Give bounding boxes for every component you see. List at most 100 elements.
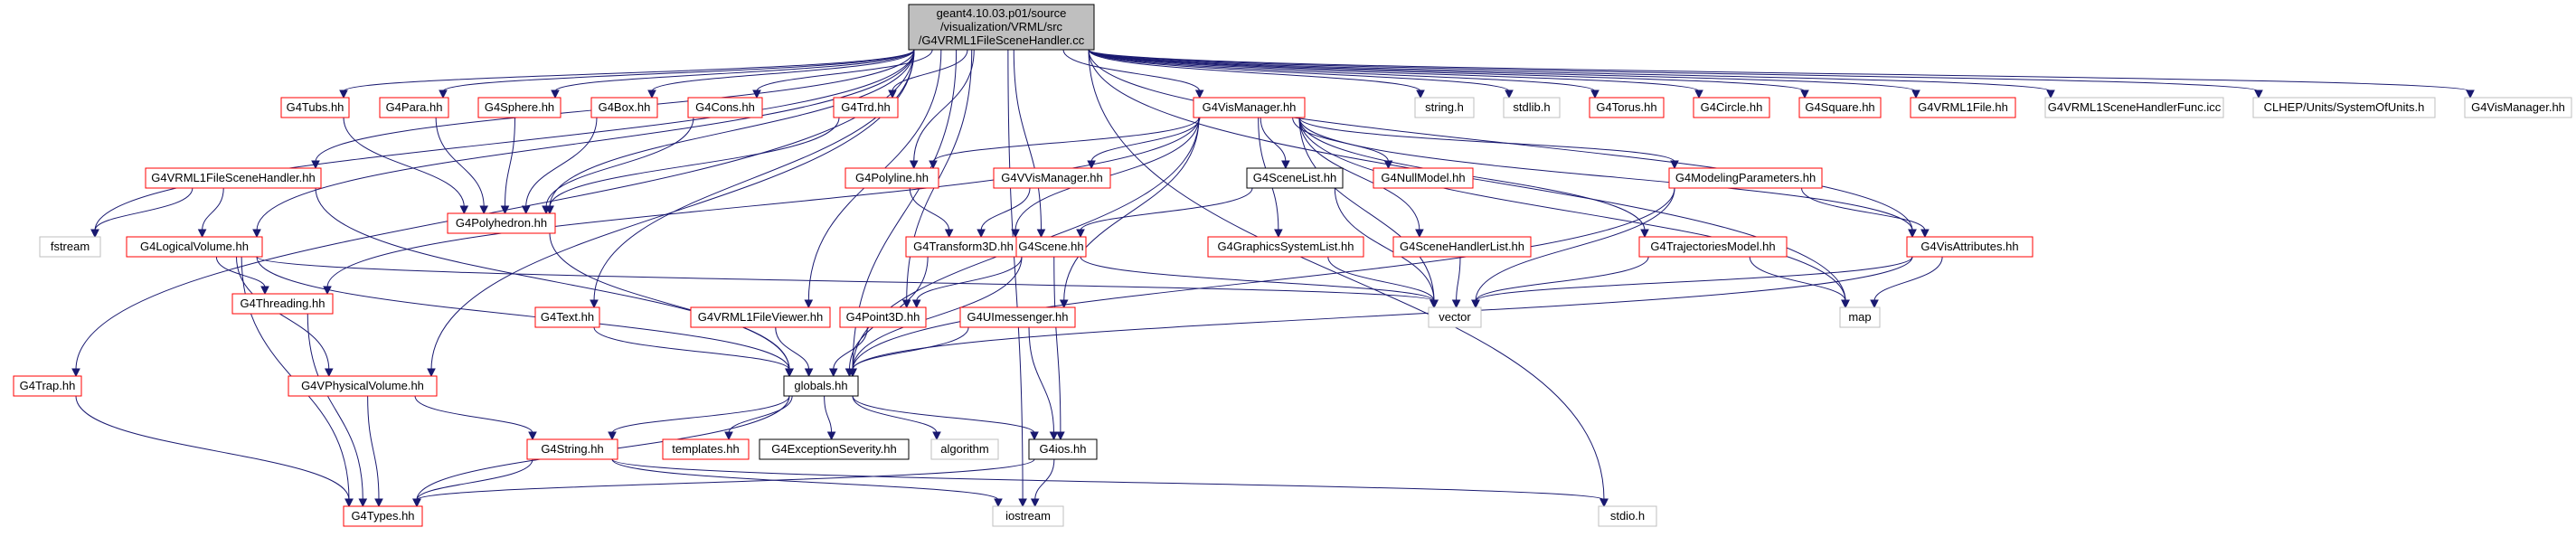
edge-vismgr-to-uimessenger [1063,117,1200,302]
edge-arrowhead [1049,431,1059,441]
node-trap[interactable]: G4Trap.hh [13,375,82,397]
edge-arrowhead [804,299,814,309]
edge-vismgr-to-scenelist [1260,117,1287,163]
node-trajmodel[interactable]: G4TrajectoriesModel.hh [1638,236,1788,258]
node-scene[interactable]: G4Scene.hh [1015,236,1087,258]
node-vector[interactable]: vector [1428,306,1482,328]
node-nullmodel[interactable]: G4NullModel.hh [1373,167,1474,189]
node-gsyslist[interactable]: G4GraphicsSystemList.hh [1207,236,1364,258]
node-polyhedron[interactable]: G4Polyhedron.hh [447,212,556,234]
edge-root-to-fstream [94,49,915,231]
node-tubs[interactable]: G4Tubs.hh [280,97,350,118]
edge-arrowhead [427,368,436,378]
node-trd[interactable]: G4Trd.hh [833,97,899,118]
node-visattr[interactable]: G4VisAttributes.hh [1906,236,2033,258]
node-box [930,438,999,460]
node-box [126,236,263,258]
node-text[interactable]: G4Text.hh [534,306,600,328]
node-stringh[interactable]: string.h [1414,97,1475,118]
node-cons[interactable]: G4Cons.hh [687,97,763,118]
node-fstream[interactable]: fstream [39,236,101,258]
edge-arrowhead [252,229,261,239]
node-label: stdio.h [1610,509,1645,523]
node-label: G4UImessenger.hh [967,310,1068,324]
edge-arrowhead [1059,299,1069,309]
node-g4string[interactable]: G4String.hh [526,438,618,460]
node-label: G4VisManager.hh [1203,100,1297,114]
edge-vrmlsh-to-fstream [94,187,193,231]
node-label: G4Point3D.hh [846,310,920,324]
node-box [534,306,600,328]
edge-arrowhead [1800,90,1809,99]
node-vrml1file[interactable]: G4VRML1File.hh [1910,97,2016,118]
node-vrmlviewer[interactable]: G4VRML1FileViewer.hh [690,306,831,328]
node-label: G4Square.hh [1805,100,1874,114]
node-label: templates.hh [672,442,739,456]
node-root[interactable]: geant4.10.03.p01/source/visualization/VR… [908,4,1095,51]
node-shlist[interactable]: G4SceneHandlerList.hh [1392,236,1532,258]
node-threading[interactable]: G4Threading.hh [231,293,334,315]
node-box [280,97,350,118]
edge-arrowhead [2254,90,2263,99]
edge-arrowhead [1415,229,1424,239]
node-label: fstream [51,240,90,253]
node-para[interactable]: G4Para.hh [379,97,449,118]
node-logvol[interactable]: G4LogicalVolume.hh [126,236,263,258]
node-box [526,438,618,460]
node-g4ios[interactable]: G4ios.hh [1028,438,1098,460]
node-templates[interactable]: templates.hh [662,438,750,460]
node-globals[interactable]: globals.hh [783,375,859,397]
node-box [1028,438,1098,460]
node-vrmlsh[interactable]: G4VRML1FileSceneHandler.hh [145,167,322,189]
edge-arrowhead [1281,160,1290,170]
node-box [959,306,1076,328]
edge-arrowhead [545,205,554,215]
edge-arrowhead [344,498,354,508]
node-algorithm[interactable]: algorithm [930,438,999,460]
edge-root-to-vismgr [1062,49,1201,92]
node-label: G4Tubs.hh [287,100,344,114]
node-stdioh[interactable]: stdio.h [1598,505,1657,527]
edge-root-to-sphere [554,49,915,92]
node-stdlibh[interactable]: stdlib.h [1503,97,1561,118]
edge-arrowhead [412,498,421,508]
node-box [447,212,556,234]
edge-arrowhead [1030,498,1040,508]
node-shfunc[interactable]: G4VRML1SceneHandlerFunc.icc [2044,97,2224,118]
node-map[interactable]: map [1839,306,1881,328]
node-box[interactable]: G4Box.hh [590,97,658,118]
node-sphere[interactable]: G4Sphere.hh [477,97,561,118]
node-types[interactable]: G4Types.hh [343,505,423,527]
node-box [833,97,899,118]
node-uimessenger[interactable]: G4UImessenger.hh [959,306,1076,328]
edge-vismgr-to-vvismgr [1090,117,1201,163]
node-point3d[interactable]: G4Point3D.hh [839,306,927,328]
edge-arrowhead [339,90,348,99]
node-box [1414,97,1475,118]
node-box [1015,236,1087,258]
node-modparams[interactable]: G4ModelingParameters.hh [1668,167,1823,189]
edge-g4string-to-stdioh [611,458,1605,501]
node-exsev[interactable]: G4ExceptionSeverity.hh [759,438,910,460]
node-vvismgr[interactable]: G4VVisManager.hh [993,167,1111,189]
edge-visattr-to-vector [1475,256,1913,302]
edge-arrowhead [828,368,838,378]
node-iostream[interactable]: iostream [992,505,1064,527]
node-vismgr[interactable]: G4VisManager.hh [1193,97,1306,118]
node-clhep[interactable]: CLHEP/Units/SystemOfUnits.h [2252,97,2436,118]
node-label: iostream [1005,509,1051,523]
node-polyline[interactable]: G4Polyline.hh [845,167,939,189]
edge-arrowhead [1430,299,1439,309]
edge-root-to-torus [1088,49,1596,92]
node-transform3d[interactable]: G4Transform3D.hh [905,236,1022,258]
edge-arrowhead [1274,229,1283,239]
node-torus[interactable]: G4Torus.hh [1589,97,1665,118]
node-circle[interactable]: G4Circle.hh [1693,97,1770,118]
node-label: map [1848,310,1871,324]
node-vismgr2[interactable]: G4VisManager.hh [2464,97,2572,118]
edge-arrowhead [1694,90,1703,99]
edge-root-to-stdlibh [1088,49,1510,92]
node-vphysvol[interactable]: G4VPhysicalVolume.hh [288,375,438,397]
node-square[interactable]: G4Square.hh [1798,97,1882,118]
node-scenelist[interactable]: G4SceneList.hh [1246,167,1344,189]
